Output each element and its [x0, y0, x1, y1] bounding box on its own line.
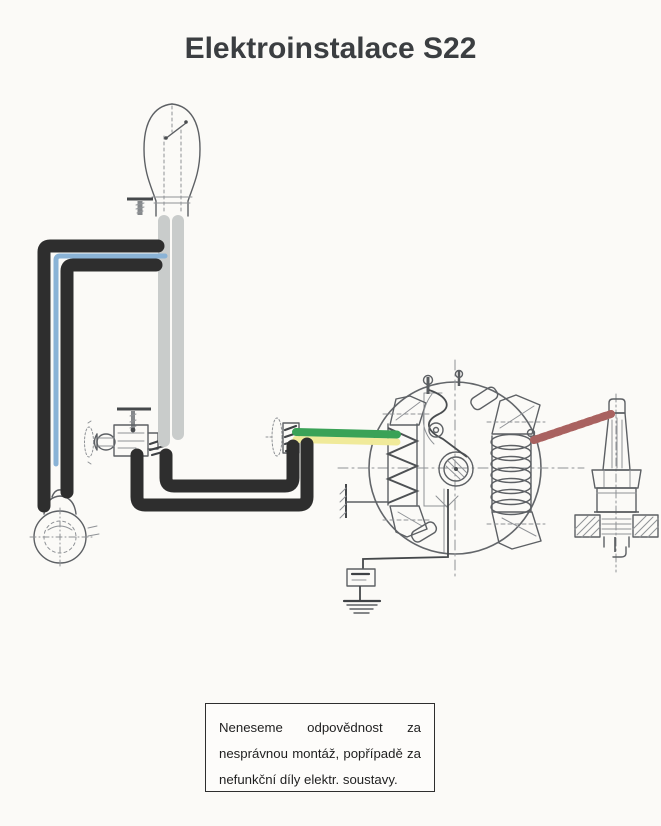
plug-hex-nut [591, 469, 642, 489]
spark-plug-sketch [574, 393, 659, 573]
wire-black-lamp-inner [60, 258, 163, 499]
disclaimer-line-2: nesprávnou montáž, popřípadě za [219, 746, 421, 761]
left-ground-sketch [339, 484, 389, 519]
bulb-terminal [127, 197, 153, 215]
lighting-coil-left [382, 395, 431, 538]
coil-winding-zigzag [385, 427, 420, 504]
contact-points-sketch [422, 369, 468, 458]
wire-black-switch-inner [159, 439, 300, 493]
wire-yellow-to-coil [292, 436, 401, 446]
ignition-coil-right [486, 394, 546, 550]
light-switch-sketch [84, 407, 168, 465]
magnet-top-right [470, 386, 499, 411]
page-title: Elektroinstalace S22 [184, 32, 477, 65]
disclaimer-line-1: Neneseme odpovědnost za [219, 720, 421, 735]
disclaimer-box: Neneseme odpovědnost za nesprávnou montá… [205, 703, 435, 792]
hv-terminal-dot [526, 428, 536, 438]
wire-red-hv-ribs [530, 410, 615, 444]
bulb-filament [164, 122, 187, 140]
wire-blue-lamp [53, 253, 168, 467]
cylinder-head-block [574, 514, 659, 538]
wire-black-lamp-outer [37, 239, 165, 513]
magnet-bottom-left [410, 521, 438, 543]
disclaimer-line-3: nefunkční díly elektr. soustavy. [219, 772, 398, 787]
condenser-and-ground-sketch [342, 488, 449, 614]
magneto-sketch [337, 359, 585, 614]
wire-green-to-coil [292, 428, 401, 439]
wire-black-switch-outer [130, 437, 314, 512]
headlight-bulb-sketch [127, 103, 201, 217]
magneto-hub [438, 451, 474, 487]
